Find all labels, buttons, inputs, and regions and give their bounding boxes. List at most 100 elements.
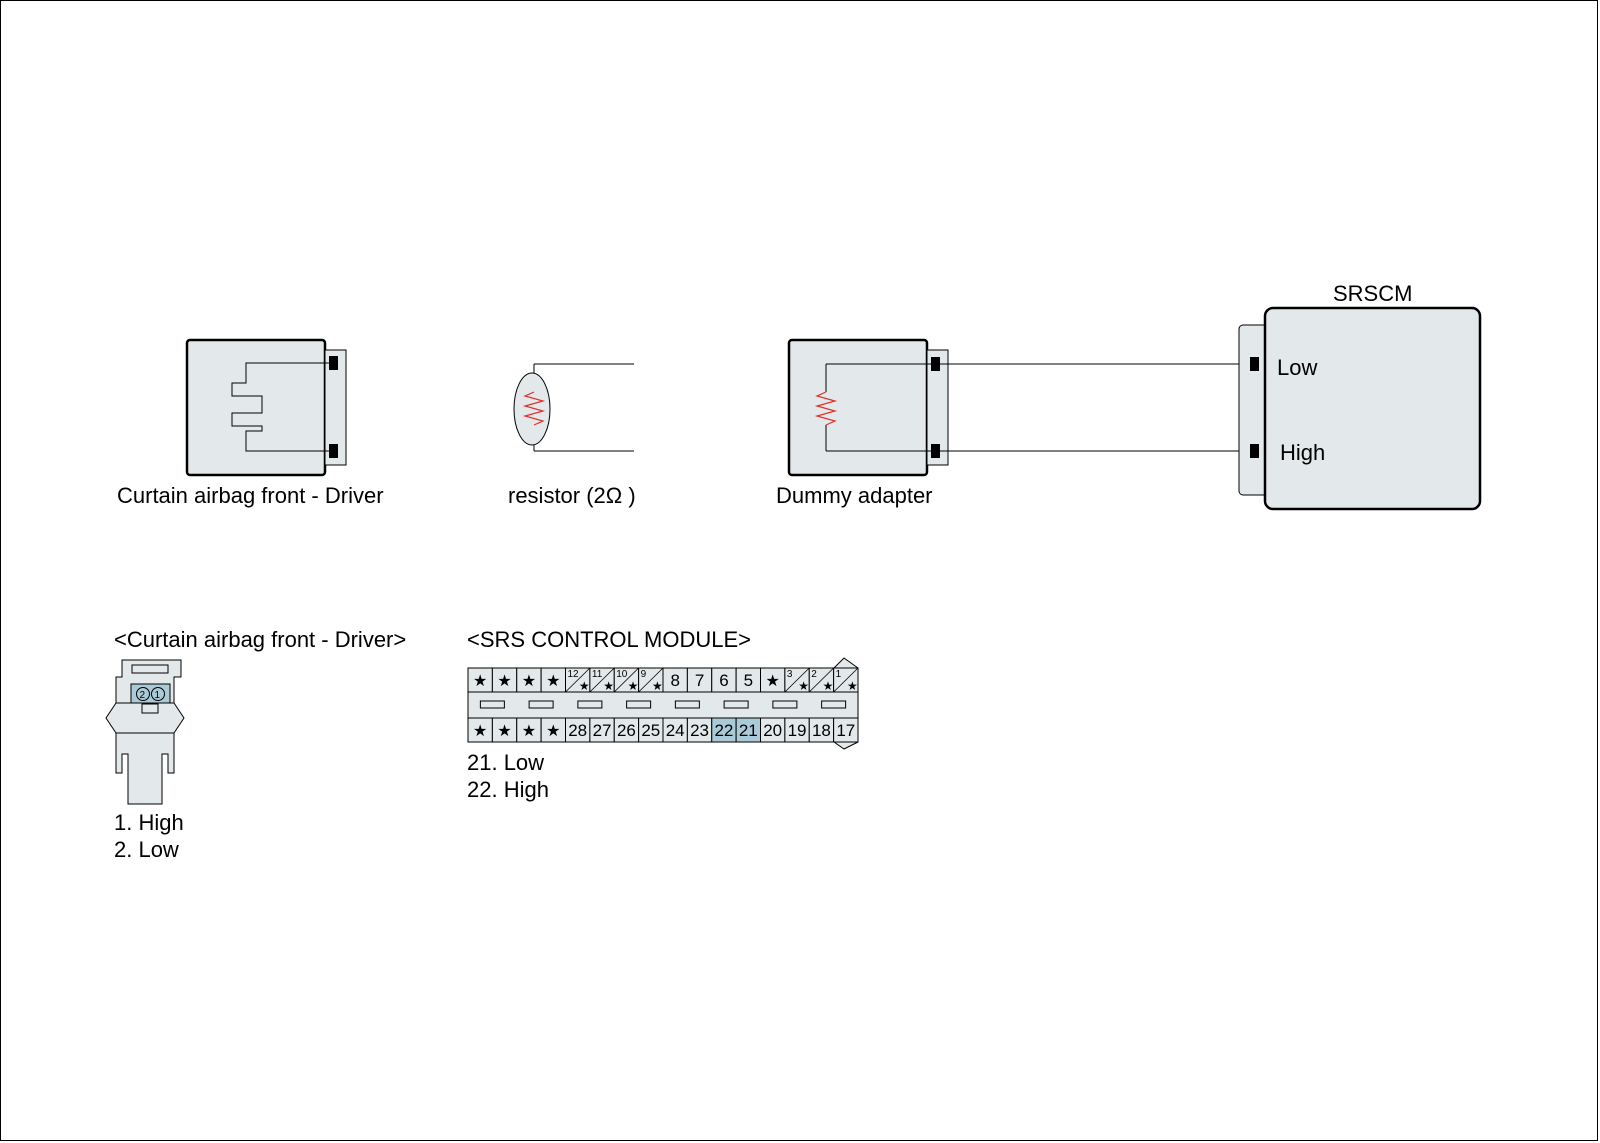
- srs-bottom-pin-24: 24: [666, 721, 685, 740]
- srs-top-blank-marker: ★: [652, 679, 663, 693]
- srs-top-blank-marker: ★: [579, 679, 590, 693]
- srs-bottom-pin-25: 25: [641, 721, 660, 740]
- airbag-pin-2-label: 2: [140, 690, 146, 701]
- srs-top-diagonal-1: [833, 667, 859, 693]
- adapter-terminal-top: [931, 357, 940, 371]
- srs-top-pin-8: 8: [670, 671, 679, 690]
- resistor-component: resistor (2Ω ): [508, 363, 636, 508]
- airbag-connector-body: [105, 659, 185, 805]
- srs-top-blank-marker: ★: [798, 679, 809, 693]
- srs-bottom-pin-28: 28: [568, 721, 587, 740]
- srs-top-diagonal-10: [613, 667, 639, 693]
- srs-top-diagonal-11: [589, 667, 615, 693]
- airbag-pin-2: [136, 687, 150, 701]
- srs-top-blank-marker: ★: [628, 679, 639, 693]
- resistor-label: resistor (2Ω ): [508, 483, 636, 508]
- srs-bottom-pin-26: 26: [617, 721, 636, 740]
- srs-top-pin-6: 6: [719, 671, 728, 690]
- srs-bottom-blank-marker: ★: [473, 721, 487, 740]
- srs-top-pin-1: 1: [836, 669, 842, 680]
- srs-bottom-cell-20: [760, 717, 786, 743]
- srs-top-blank-marker: ★: [522, 671, 536, 690]
- srs-lock-slot: [479, 700, 505, 709]
- srs-top-pin-11: 11: [592, 669, 603, 680]
- airbag-connector-title: <Curtain airbag front - Driver>: [114, 627, 406, 652]
- curtain-airbag-component: Curtain airbag front - Driver: [117, 338, 384, 508]
- srs-lock-slot: [577, 700, 603, 709]
- srs-bottom-cell-19: [784, 717, 810, 743]
- srs-top-blank-marker: ★: [497, 671, 511, 690]
- srs-top-pin-5: 5: [744, 671, 753, 690]
- srs-bottom-blank-marker: ★: [497, 721, 511, 740]
- srs-bottom-pin-19: 19: [788, 721, 807, 740]
- airbag-terminal-bottom: [329, 444, 338, 458]
- srscm-component: SRSCM Low High: [1238, 281, 1482, 511]
- srscm-pin-low-label: Low: [1277, 355, 1317, 380]
- srscm-title: SRSCM: [1333, 281, 1412, 306]
- srs-top-pin-2: 2: [811, 669, 817, 680]
- srs-bottom-cell-26: [613, 717, 640, 743]
- srs-top-blank-marker: ★: [766, 671, 780, 690]
- srs-top-blank-marker: ★: [473, 671, 487, 690]
- srs-bottom-pin-23: 23: [690, 721, 709, 740]
- srs-top-blank-marker: ★: [546, 671, 560, 690]
- srs-bottom-pin-22: 22: [714, 721, 733, 740]
- srs-top-cell-8: [662, 667, 688, 693]
- squib-symbol: [231, 362, 330, 452]
- adapter-terminal-bottom: [931, 444, 940, 458]
- srs-bottom-pin-20: 20: [763, 721, 782, 740]
- srs-bottom-pin-17: 17: [836, 721, 855, 740]
- srs-top-diagonal-2: [808, 667, 834, 693]
- srs-bottom-blank-marker: ★: [522, 721, 536, 740]
- airbag-legend-1: 1. High: [114, 810, 184, 835]
- srs-top-diagonal-12: [565, 667, 591, 693]
- srs-bottom-cell-blank-0: [467, 717, 493, 743]
- srs-top-pin-3: 3: [787, 669, 793, 680]
- srs-bottom-cell-28: [565, 717, 591, 743]
- srs-top-pin-7: 7: [695, 671, 704, 690]
- srs-bottom-cell-blank-1: [491, 717, 518, 743]
- srs-bottom-cell-21: [735, 717, 761, 743]
- srs-top-cell-7: [686, 667, 713, 693]
- srs-module-legend-1: 21. Low: [467, 750, 544, 775]
- adapter-resistor-zigzag: [814, 391, 838, 426]
- srs-lock-slot: [674, 700, 700, 709]
- srs-top-cell-blank-2: [516, 667, 542, 693]
- srs-lock-slot: [772, 700, 798, 709]
- srs-module-latch-bottom: [833, 741, 859, 750]
- srs-lock-slot: [723, 700, 749, 709]
- srs-top-blank-marker: ★: [847, 679, 858, 693]
- srs-top-pin-12: 12: [568, 669, 580, 680]
- srs-top-pin-10: 10: [616, 669, 628, 680]
- srscm-terminal-high: [1250, 444, 1259, 458]
- srs-bottom-cell-22: [711, 717, 737, 743]
- srs-top-diagonal-3: [784, 667, 810, 693]
- airbag-pin-1-label: 1: [155, 690, 161, 701]
- srs-lock-slot: [528, 700, 554, 709]
- srs-top-diagonal-9: [638, 667, 664, 693]
- srs-lock-slot: [821, 700, 847, 709]
- airbag-pin-1: [151, 687, 165, 701]
- srs-bottom-pin-27: 27: [593, 721, 612, 740]
- dummy-adapter-component: Dummy adapter: [776, 338, 949, 508]
- srs-top-blank-marker: ★: [823, 679, 834, 693]
- srs-module-legend-2: 22. High: [467, 777, 549, 802]
- srs-bottom-cell-24: [662, 717, 688, 743]
- dummy-adapter-label: Dummy adapter: [776, 483, 933, 508]
- airbag-terminal-top: [329, 356, 338, 370]
- srs-top-blank-marker: ★: [603, 679, 614, 693]
- srs-module-latch-top: [833, 657, 859, 669]
- srs-bottom-blank-marker: ★: [546, 721, 560, 740]
- srs-top-pin-9: 9: [641, 669, 647, 680]
- resistor-zigzag: [522, 391, 546, 426]
- srs-bottom-pin-21: 21: [739, 721, 758, 740]
- airbag-label: Curtain airbag front - Driver: [117, 483, 384, 508]
- airbag-connector-view: <Curtain airbag front - Driver> 2 1 1. H…: [105, 627, 406, 862]
- srs-module-title: <SRS CONTROL MODULE>: [467, 627, 751, 652]
- srs-bottom-cell-23: [686, 717, 713, 743]
